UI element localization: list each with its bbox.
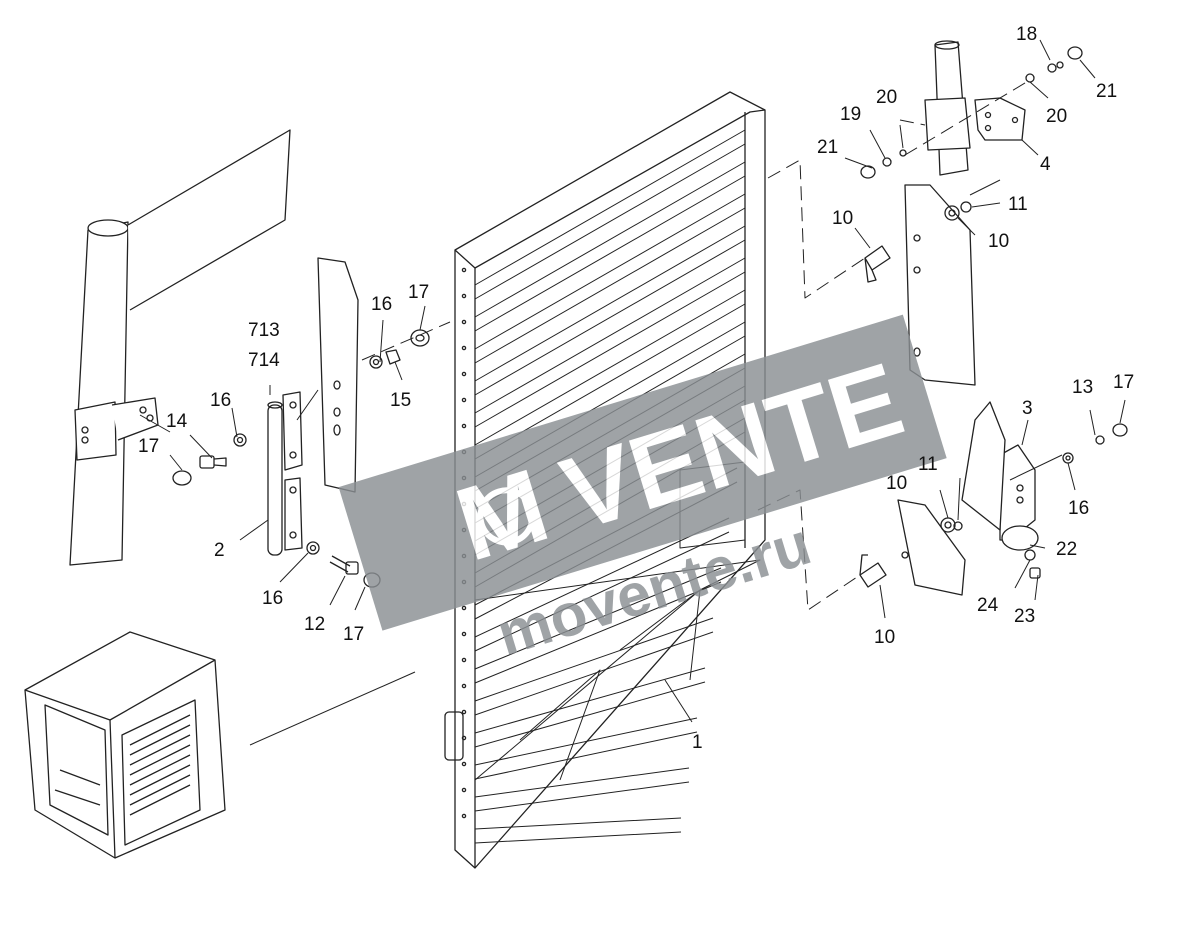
callout-10-d: 10 (874, 627, 895, 648)
right-upper-bracket (904, 40, 1026, 386)
leader-lines (139, 39, 1126, 746)
grille-slat (474, 193, 746, 364)
grille-mount-hole (461, 267, 467, 273)
grille-slat (474, 225, 746, 396)
grille-mount-hole (461, 631, 467, 637)
callout-21-b: 21 (1096, 81, 1117, 102)
callout-10-a: 10 (832, 208, 853, 229)
grille-slat (474, 129, 746, 300)
callout-16-b: 16 (371, 294, 392, 315)
callout-20-b: 20 (1046, 106, 1067, 127)
callout-20-a: 20 (876, 87, 897, 108)
grille-mount-hole (461, 293, 467, 299)
callout-24: 24 (977, 595, 999, 616)
callout-labels: 1 2 3 4 10 10 10 10 11 11 12 13 14 15 16… (138, 24, 1134, 753)
grille-mount-hole (461, 761, 467, 767)
left-upright-post (69, 129, 291, 566)
grille-slat (474, 161, 746, 332)
callout-19: 19 (840, 104, 861, 125)
grille-slat (474, 257, 746, 428)
right-fasteners (859, 46, 1128, 588)
grille-mount-hole (461, 813, 467, 819)
callout-16-a: 16 (210, 390, 231, 411)
grille-mount-hole (461, 371, 467, 377)
callout-16-d: 16 (1068, 498, 1089, 519)
grille-mount-hole (461, 605, 467, 611)
grille-mount-hole (461, 423, 467, 429)
callout-10-b: 10 (988, 231, 1009, 252)
left-fasteners (172, 329, 430, 588)
watermark: VENTE M movente.ru (338, 314, 947, 668)
grille-mount-hole (461, 787, 467, 793)
watermark-logo-ring (477, 487, 536, 546)
callout-11-a: 11 (1008, 194, 1028, 215)
grille-mount-hole (461, 345, 467, 351)
grille-mount-hole (461, 657, 467, 663)
callout-15: 15 (390, 390, 411, 411)
callout-714: 714 (248, 350, 280, 371)
callout-16-c: 16 (262, 588, 283, 609)
watermark-band (338, 314, 947, 631)
grille-slat (474, 817, 682, 844)
grille-mount-hole (461, 319, 467, 325)
left-hinge-assembly (267, 257, 359, 556)
callout-17-d: 17 (1113, 372, 1134, 393)
dashed-assembly-lines (361, 79, 1031, 611)
callout-21-a: 21 (817, 137, 838, 158)
callout-13: 13 (1072, 377, 1093, 398)
grille-hinge (444, 711, 464, 761)
callout-10-c: 10 (886, 473, 907, 494)
callout-11-b: 11 (918, 454, 938, 475)
grille-mount-hole (461, 397, 467, 403)
grille-slat (474, 517, 730, 652)
grille-slat (474, 667, 706, 748)
grille-mount-hole (461, 709, 467, 715)
callout-17-b: 17 (408, 282, 429, 303)
callout-713: 713 (248, 320, 280, 341)
callout-14: 14 (166, 411, 188, 432)
callout-1: 1 (692, 732, 703, 753)
callout-23: 23 (1014, 606, 1035, 627)
grille-slat (474, 717, 698, 780)
grille-slat (474, 617, 714, 716)
callout-22: 22 (1056, 539, 1077, 560)
right-lower-bracket (897, 401, 1041, 596)
callout-2: 2 (214, 540, 225, 561)
grille-mount-hole (461, 683, 467, 689)
callout-18: 18 (1016, 24, 1037, 45)
grille-slat (474, 767, 690, 812)
callout-3: 3 (1022, 398, 1033, 419)
callout-4: 4 (1040, 154, 1051, 175)
callout-12: 12 (304, 614, 325, 635)
cab-overview-thumbnail (24, 631, 226, 859)
callout-17-c: 17 (343, 624, 364, 645)
callout-17-a: 17 (138, 436, 159, 457)
grille-slat (474, 567, 722, 684)
